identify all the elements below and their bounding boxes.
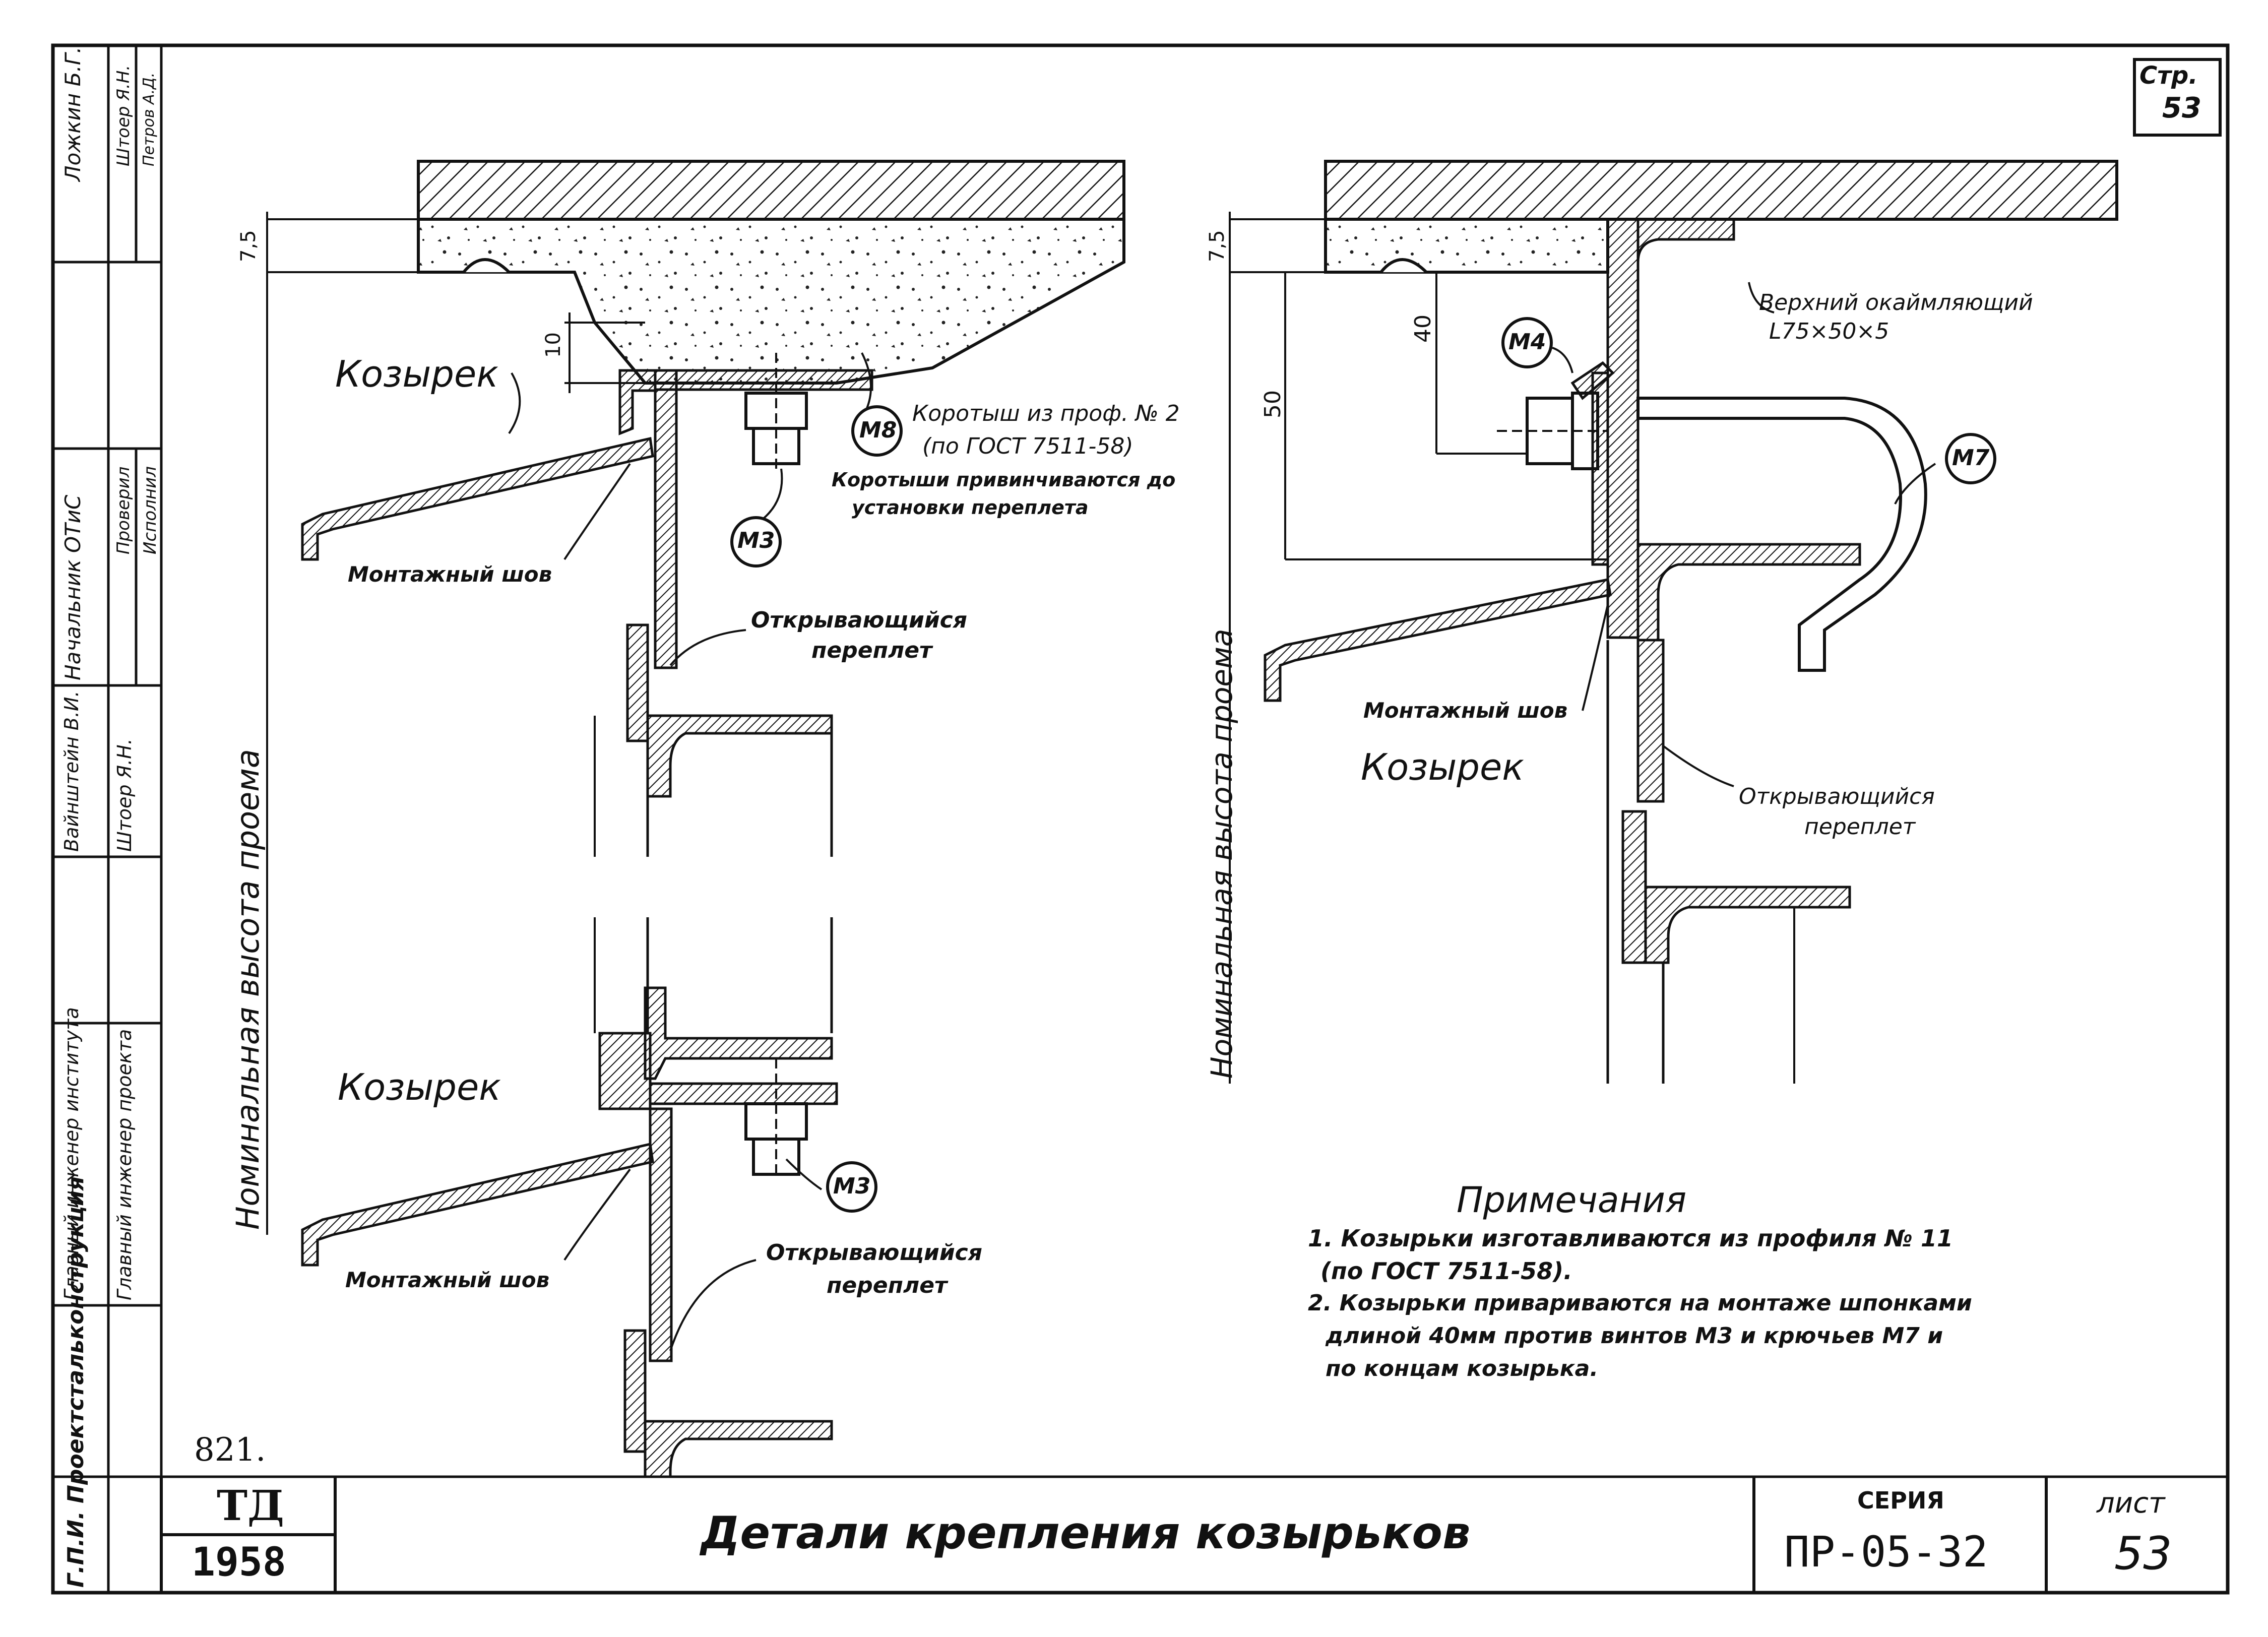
weld-label-bottom-left: Монтажный шов — [345, 1268, 550, 1292]
stamp-checked: Проверил — [113, 466, 134, 554]
dim-7-5-left: 7,5 — [237, 230, 260, 262]
notes-heading: Примечания — [1457, 1179, 1687, 1221]
sash-label-right-2: переплет — [1804, 814, 1916, 840]
page-ref-box — [2133, 58, 2222, 137]
page-ref-label: Стр. — [2139, 61, 2198, 90]
dim-40-right: 40 — [1410, 314, 1436, 343]
dim-7-5-right: 7,5 — [1206, 230, 1229, 262]
notes-line-2: (по ГОСТ 7511-58). — [1320, 1257, 1572, 1285]
m3-label-bottom: М3 — [833, 1173, 871, 1199]
visor-label-top-left: Козырек — [335, 353, 498, 395]
notes-line-5: по концам козырька. — [1326, 1356, 1599, 1381]
m7-label: М7 — [1952, 445, 1990, 471]
sash-label-bottom-1: Открывающийся — [766, 1240, 982, 1266]
stamp-name-1: Ложкин Б.Г. — [60, 46, 85, 181]
m3-label-top: М3 — [737, 528, 775, 553]
detail-right — [1229, 160, 2118, 1084]
title-block-grid — [160, 1477, 2048, 1593]
sheet-number: 53 — [2114, 1527, 2172, 1580]
notes-line-3: 2. Козырьки привариваются на монтаже шпо… — [1308, 1290, 1972, 1316]
m4-label: М4 — [1508, 329, 1546, 355]
notes-line-4: длиной 40мм против винтов М3 и крючьев М… — [1326, 1323, 1943, 1349]
stamp-name-5: Штоер Я.Н. — [113, 738, 136, 852]
title-stamp-td: ТД — [217, 1482, 284, 1530]
stamp-performed: Исполнил — [140, 466, 160, 554]
nominal-height-right: Номинальная высота проема — [1205, 628, 1239, 1079]
angle-label-1: Верхний окаймляющий — [1759, 290, 2033, 316]
m8-note-4: установки переплета — [852, 496, 1089, 519]
weld-label-top-left: Монтажный шов — [348, 562, 552, 587]
sheet-label: лист — [2097, 1487, 2165, 1520]
stamp-chief-engineer-institute: Главный инженер института — [60, 1007, 83, 1300]
m8-note-2: (по ГОСТ 7511-58) — [922, 433, 1133, 459]
sash-label-top-1: Открывающийся — [751, 607, 967, 633]
stamp-column-grid — [51, 45, 2228, 1593]
m8-note-1: Коротыш из проф. № 2 — [912, 401, 1180, 426]
sash-label-right-1: Открывающийся — [1739, 784, 1935, 809]
stamp-name-4: Вайнштейн В.И. — [60, 690, 83, 852]
m8-label: М8 — [859, 417, 897, 443]
dim-10-left: 10 — [542, 332, 565, 358]
stamp-chief-engineer-project: Главный инженер проекта — [113, 1029, 136, 1300]
nominal-height-left: Номинальная высота проема — [229, 749, 266, 1230]
drawing-title: Детали крепления козырьков — [701, 1507, 1471, 1559]
series-label: СЕРИЯ — [1857, 1487, 1944, 1514]
weld-label-right: Монтажный шов — [1363, 698, 1568, 723]
stamp-name-2: Штоер Я.Н. — [113, 65, 134, 166]
detail-top-left — [266, 160, 1125, 1235]
sheet-code: 821. — [194, 1431, 266, 1469]
visor-label-right: Козырек — [1361, 746, 1524, 788]
stamp-dept-head: Начальник ОТиС — [60, 494, 85, 680]
title-year: 1958 — [192, 1540, 286, 1585]
m8-note-3: Коротыши привинчиваются до — [832, 469, 1176, 491]
visor-label-bottom-left: Козырек — [338, 1066, 501, 1108]
sash-label-top-2: переплет — [811, 638, 932, 663]
detail-bottom-left — [301, 917, 877, 1478]
sash-label-bottom-2: переплет — [827, 1273, 948, 1298]
dim-50-right: 50 — [1260, 390, 1286, 418]
series-code: ПР-05-32 — [1784, 1527, 1988, 1577]
angle-label-2: L75×50×5 — [1769, 319, 1889, 344]
stamp-name-3: Петров А.Д. — [140, 72, 158, 166]
notes-line-1: 1. Козырьки изготавливаются из профиля №… — [1308, 1225, 1953, 1252]
page-ref-number: 53 — [2162, 92, 2201, 124]
